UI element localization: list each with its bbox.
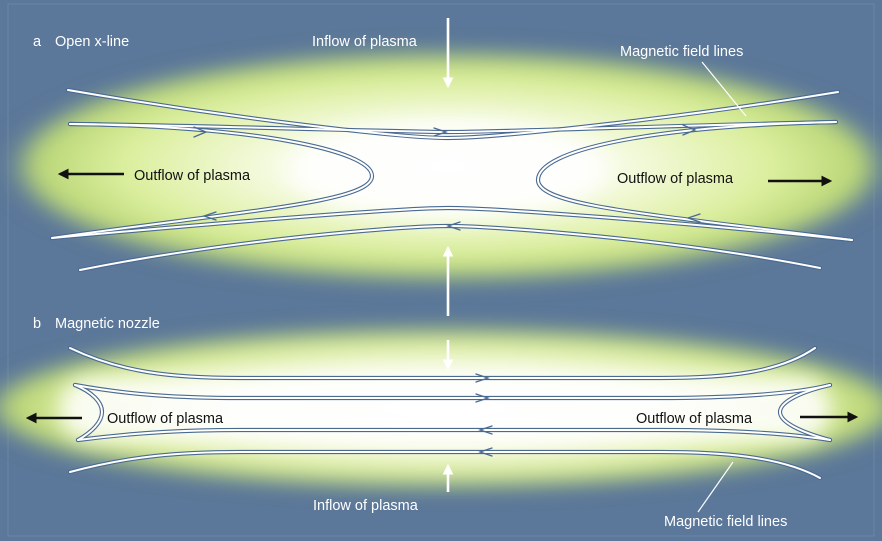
panel-b-inflow-label: Inflow of plasma	[313, 498, 419, 514]
panel-a-inflow-label: Inflow of plasma	[312, 34, 418, 50]
panel-a-outflow-left-label: Outflow of plasma	[134, 168, 251, 184]
panel-a-field-lines-label: Magnetic field lines	[620, 44, 743, 60]
panel-b-title: Magnetic nozzle	[55, 316, 160, 332]
panel-b-outflow-left-label: Outflow of plasma	[107, 411, 224, 427]
panel-b-letter: b	[33, 316, 41, 332]
panel-a-outflow-right-label: Outflow of plasma	[617, 171, 734, 187]
panel-b-outflow-right-label: Outflow of plasma	[636, 411, 753, 427]
panel-b-field-lines-label: Magnetic field lines	[664, 514, 787, 530]
panel-a-title: Open x-line	[55, 34, 129, 50]
panel-a-letter: a	[33, 34, 42, 50]
